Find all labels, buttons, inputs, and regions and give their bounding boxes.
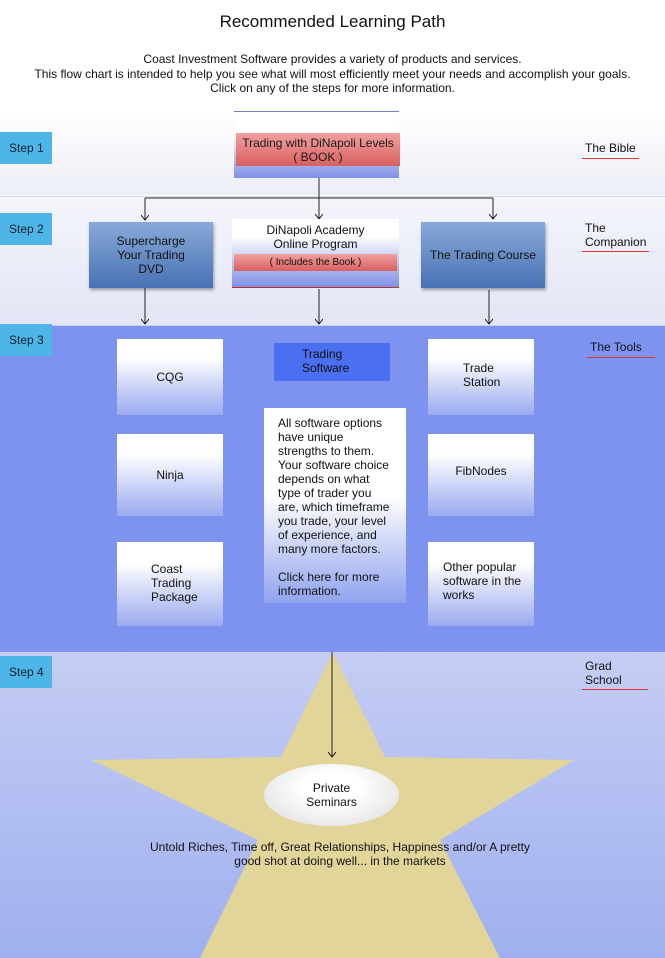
private-seminars-oval[interactable]: Private Seminars [264,764,399,826]
side-label-tools: The Tools [590,340,642,354]
side-underline [582,158,639,159]
dvd-line: Your Trading [117,248,185,262]
software-info-box[interactable]: All software options have unique strengt… [264,408,406,603]
coast-line: Coast [151,562,183,576]
ninja-box[interactable]: Ninja [117,434,223,516]
page-title: Recommended Learning Path [219,12,446,31]
other-software-box[interactable]: Other popular software in the works [428,542,534,626]
dvd-line: DVD [138,262,164,276]
book-title[interactable]: Trading with DiNapoli Levels ( BOOK ) [236,133,400,166]
side-label-bible: The Bible [585,141,636,155]
academy-title-line: DiNapoli Academy [266,223,365,237]
step-3-tab[interactable]: Step 3 [0,324,52,356]
other-software-line: works [443,588,475,602]
side-underline [582,251,649,252]
academy-box[interactable]: DiNapoli Academy Online Program ( Includ… [232,219,399,288]
intro-line: This flow chart is intended to help you … [34,66,631,81]
info-link-line[interactable]: Click here for more [278,570,380,584]
trading-software-line: Software [302,361,350,375]
info-line: are, which timeframe [278,500,390,514]
step-4-tab[interactable]: Step 4 [0,656,52,688]
cqg-box[interactable]: CQG [117,339,223,415]
info-line: of experience, and [278,528,377,542]
book-title-line: ( BOOK ) [293,149,343,164]
intro-text: Coast Investment Software provides a var… [0,52,665,96]
outcome-line: good shot at doing well... in the market… [234,854,446,868]
tradestation-line: Trade [463,361,494,375]
info-spacer [278,556,406,570]
coast-line: Package [151,590,198,604]
side-label-line: The [585,221,606,235]
step-2-tab[interactable]: Step 2 [0,213,52,245]
academy-title: DiNapoli Academy Online Program [232,223,399,251]
info-line: depends on what [278,472,370,486]
info-line: strengths to them. [278,444,375,458]
fibnodes-box[interactable]: FibNodes [428,434,534,516]
trading-software-box[interactable]: Trading Software [274,343,390,381]
tradestation-line: Station [463,375,501,389]
dvd-line: Supercharge [116,234,186,248]
side-label-line: Grad [585,659,612,673]
side-label-grad-school: Grad School [585,659,622,687]
info-line: Your software choice [278,458,389,472]
info-line: have unique [278,430,344,444]
coast-line: Trading [151,576,192,590]
side-underline [587,357,655,358]
other-software-line: software in the [443,574,522,588]
info-line: All software options [278,416,383,430]
side-label-companion: The Companion [585,221,646,249]
info-link-line[interactable]: information. [278,584,341,598]
outcome-text: Untold Riches, Time off, Great Relations… [120,840,560,868]
intro-line: Click on any of the steps for more infor… [210,81,455,95]
outcome-line: Untold Riches, Time off, Great Relations… [150,840,530,854]
dvd-box[interactable]: Supercharge Your Trading DVD [89,222,213,288]
step-1-tab[interactable]: Step 1 [0,132,52,164]
side-label-line: Companion [585,235,647,249]
seminars-line: Seminars [306,795,357,809]
tradestation-box[interactable]: Trade Station [428,339,534,415]
academy-note: ( Includes the Book ) [234,254,397,271]
coast-trading-package-box[interactable]: Coast Trading Package [117,542,223,626]
other-software-line: Other popular [443,560,517,574]
trading-course-box[interactable]: The Trading Course [421,222,545,288]
trading-software-line: Trading [302,347,343,361]
book-title-line: Trading with DiNapoli Levels [242,135,394,150]
side-label-line: School [585,673,622,687]
side-underline [582,689,648,690]
info-line: many more factors. [278,542,381,556]
info-line: type of trader you [278,486,372,500]
academy-title-line: Online Program [273,237,358,251]
info-line: you trade, your level [278,514,387,528]
seminars-line: Private [312,781,351,795]
intro-line: Coast Investment Software provides a var… [143,52,522,66]
